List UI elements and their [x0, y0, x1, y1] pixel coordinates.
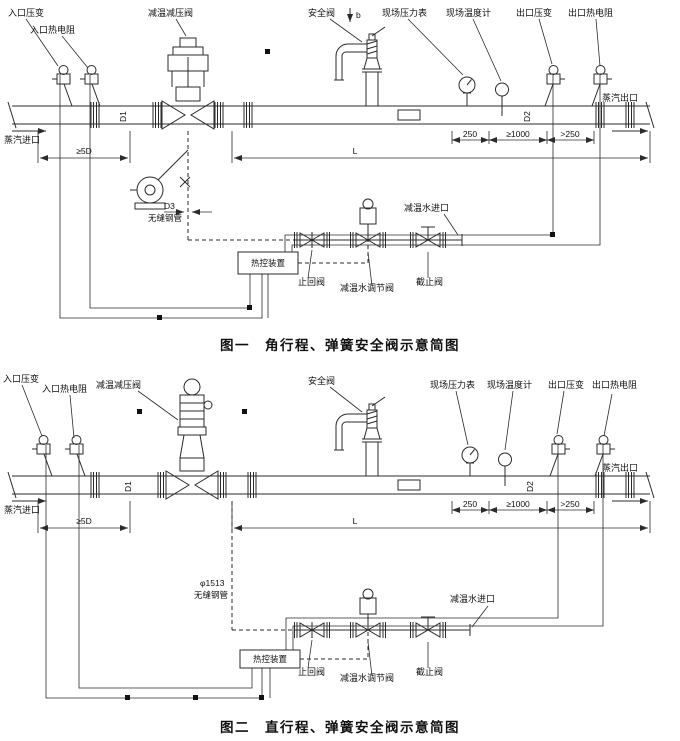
- label-reducing-valve: 减温减压阀: [96, 379, 141, 390]
- actuator-linkage: [175, 149, 191, 188]
- label-safety-valve: 安全阀: [308, 375, 335, 386]
- outlet-pressure-transmitter-icon: [544, 65, 566, 107]
- label-dim-d2: D2: [525, 481, 535, 492]
- label-field-pressure-gauge: 现场压力表: [430, 379, 475, 390]
- check-valve-icon: [295, 622, 330, 638]
- label-steam-outlet: 蒸汽出口: [602, 92, 638, 103]
- label-water-inlet: 减温水进口: [404, 202, 449, 213]
- label-reducing-valve: 减温减压阀: [148, 7, 193, 18]
- label-seamless-pipe: 无缝钢管: [194, 590, 228, 600]
- label-steam-outlet: 蒸汽出口: [602, 462, 638, 473]
- label-dim-250: 250: [463, 499, 477, 509]
- main-steam-pipe: [7, 101, 655, 129]
- inlet-rtd-icon: [64, 435, 86, 477]
- dimensions: [37, 131, 651, 215]
- label-control-unit: 热控装置: [253, 654, 288, 664]
- junction-markers: [125, 409, 264, 700]
- label-dim-d3: D3: [164, 201, 175, 211]
- figure1-labels: 入口压变 入口热电阻 减温减压阀 安全阀 b 现场压力表 现场温度计 出口压变 …: [4, 7, 638, 293]
- pressure-gauge-icon: [458, 76, 476, 107]
- label-safety-valve: 安全阀: [308, 7, 335, 18]
- pipe-section-marker: [397, 109, 421, 121]
- label-dim-d2: D2: [522, 111, 532, 122]
- label-leader-lines: [21, 384, 613, 677]
- figure1-caption: 图一 角行程、弹簧安全阀示意简图: [220, 338, 460, 353]
- label-steam-inlet: 蒸汽进口: [4, 504, 40, 515]
- label-field-thermometer: 现场温度计: [487, 379, 532, 390]
- main-steam-pipe: [7, 471, 655, 499]
- label-check-valve: 止回阀: [298, 276, 325, 287]
- label-inlet-pressure-transmitter: 入口压变: [8, 7, 44, 18]
- label-dim-250: 250: [463, 129, 477, 139]
- thermometer-icon: [495, 82, 509, 117]
- safety-valve-icon: [333, 26, 386, 107]
- label-seamless-pipe: 无缝钢管: [148, 213, 182, 223]
- label-inlet-pressure-transmitter: 入口压变: [3, 373, 39, 384]
- label-dim-b: b: [356, 10, 361, 20]
- label-control-unit: 热控装置: [251, 258, 286, 268]
- water-line: [187, 131, 463, 264]
- pipe-section-marker: [397, 479, 421, 491]
- label-water-inlet: 减温水进口: [450, 593, 495, 604]
- label-dim-d1: D1: [123, 481, 133, 492]
- pressure-gauge-icon: [461, 446, 479, 477]
- inlet-pressure-transmitter-icon: [51, 65, 73, 107]
- thermometer-icon: [498, 452, 512, 487]
- label-outlet-rtd: 出口热电阻: [592, 379, 637, 390]
- signal-wires: [45, 445, 604, 699]
- reducing-valve-icon: [165, 378, 219, 500]
- label-dim-l: L: [353, 516, 358, 526]
- label-dim-d1: D1: [118, 111, 128, 122]
- control-unit-box: [239, 649, 301, 669]
- label-field-pressure-gauge: 现场压力表: [382, 7, 427, 18]
- label-leader-lines: [25, 18, 601, 287]
- figure2-labels: 入口压变 入口热电阻 减温减压阀 安全阀 现场压力表 现场温度计 出口压变 出口…: [3, 373, 638, 683]
- label-stop-valve: 截止阀: [416, 276, 443, 287]
- control-unit-box: [237, 251, 299, 275]
- outlet-pressure-transmitter-icon: [549, 435, 571, 477]
- label-outlet-pressure-transmitter: 出口压变: [548, 379, 584, 390]
- dimensions: [37, 501, 651, 533]
- figure2-diagram: 入口压变 入口热电阻 减温减压阀 安全阀 现场压力表 现场温度计 出口压变 出口…: [3, 373, 655, 700]
- water-regulating-valve-icon: [351, 589, 386, 638]
- label-dim-250-right: >250: [560, 499, 579, 509]
- figure1-diagram: 入口压变 入口热电阻 减温减压阀 安全阀 b 现场压力表 现场温度计 出口压变 …: [4, 7, 655, 320]
- safety-valve-icon: [333, 396, 386, 477]
- label-water-regulating-valve: 减温水调节阀: [340, 282, 394, 293]
- label-dim-250-right: >250: [560, 129, 579, 139]
- label-dim-5d: ≥5D: [76, 516, 92, 526]
- label-outlet-rtd: 出口热电阻: [568, 7, 613, 18]
- label-water-regulating-valve: 减温水调节阀: [340, 672, 394, 683]
- label-pipe-spec: φ1513: [200, 578, 225, 588]
- label-dim-1000: ≥1000: [506, 129, 530, 139]
- label-dim-l: L: [353, 146, 358, 156]
- figure2-caption: 图二 直行程、弹簧安全阀示意简图: [220, 720, 460, 735]
- label-dim-1000: ≥1000: [506, 499, 530, 509]
- label-check-valve: 止回阀: [298, 666, 325, 677]
- label-steam-inlet: 蒸汽进口: [4, 134, 40, 145]
- flow-arrows: [12, 8, 648, 134]
- junction-markers: [157, 49, 555, 320]
- stop-valve-icon: [411, 617, 446, 638]
- label-inlet-rtd: 入口热电阻: [42, 383, 87, 394]
- label-stop-valve: 截止阀: [416, 666, 443, 677]
- reducing-valve-icon: [161, 37, 215, 130]
- label-dim-5d: ≥5D: [76, 146, 92, 156]
- label-outlet-pressure-transmitter: 出口压变: [516, 7, 552, 18]
- inlet-pressure-transmitter-icon: [31, 435, 53, 477]
- water-line: [231, 501, 471, 660]
- check-valve-icon: [295, 232, 330, 248]
- label-inlet-rtd: 入口热电阻: [30, 24, 75, 35]
- label-field-thermometer: 现场温度计: [446, 7, 491, 18]
- signal-wires: [59, 75, 601, 319]
